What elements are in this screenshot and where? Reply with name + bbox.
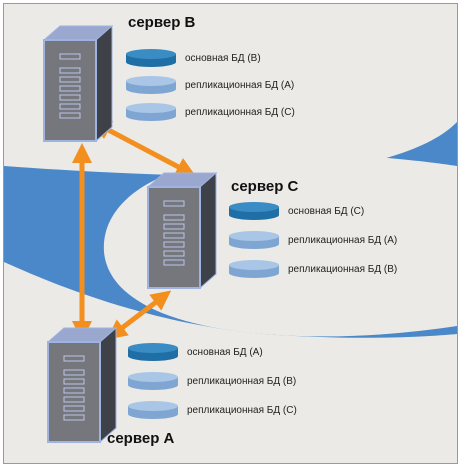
server-a-icon bbox=[46, 326, 118, 444]
server-b-title: сервер В bbox=[128, 14, 196, 31]
server-b-icon bbox=[42, 24, 114, 143]
server-c-title: сервер С bbox=[231, 178, 299, 195]
server-c-icon bbox=[146, 171, 218, 290]
server-b-db-primary-label: основная БД (В) bbox=[185, 53, 261, 64]
diagram-canvas bbox=[4, 4, 457, 463]
server-b-db-replica-c-label: репликационная БД (С) bbox=[185, 107, 295, 118]
db-icon-c-replica-b bbox=[229, 260, 279, 278]
arrow-c-a bbox=[106, 290, 172, 340]
server-a-db-replica-c-label: репликационная БД (С) bbox=[187, 405, 297, 416]
server-a-db-replica-b-label: репликационная БД (В) bbox=[187, 376, 297, 387]
db-icon-a-primary bbox=[128, 343, 178, 361]
db-icon-b-replica-a bbox=[126, 76, 176, 94]
server-c-db-replica-a-label: репликационная БД (А) bbox=[288, 235, 398, 246]
server-c-db-primary-label: основная БД (С) bbox=[288, 206, 365, 217]
server-a-db-primary-label: основная БД (А) bbox=[187, 347, 263, 358]
server-b-db-replica-a-label: репликационная БД (А) bbox=[185, 80, 295, 91]
db-icon-c-primary bbox=[229, 202, 279, 220]
replication-diagram: сервер В основная БД (В) репликационная … bbox=[3, 3, 458, 464]
server-c-db-replica-b-label: репликационная БД (В) bbox=[288, 264, 398, 275]
server-a-title: сервер А bbox=[107, 430, 175, 447]
arrow-b-c bbox=[91, 120, 196, 177]
db-icon-a-replica-b bbox=[128, 372, 178, 390]
db-icon-b-replica-c bbox=[126, 103, 176, 121]
db-icon-c-replica-a bbox=[229, 231, 279, 249]
db-icon-b-primary bbox=[126, 49, 176, 67]
db-icon-a-replica-c bbox=[128, 401, 178, 419]
